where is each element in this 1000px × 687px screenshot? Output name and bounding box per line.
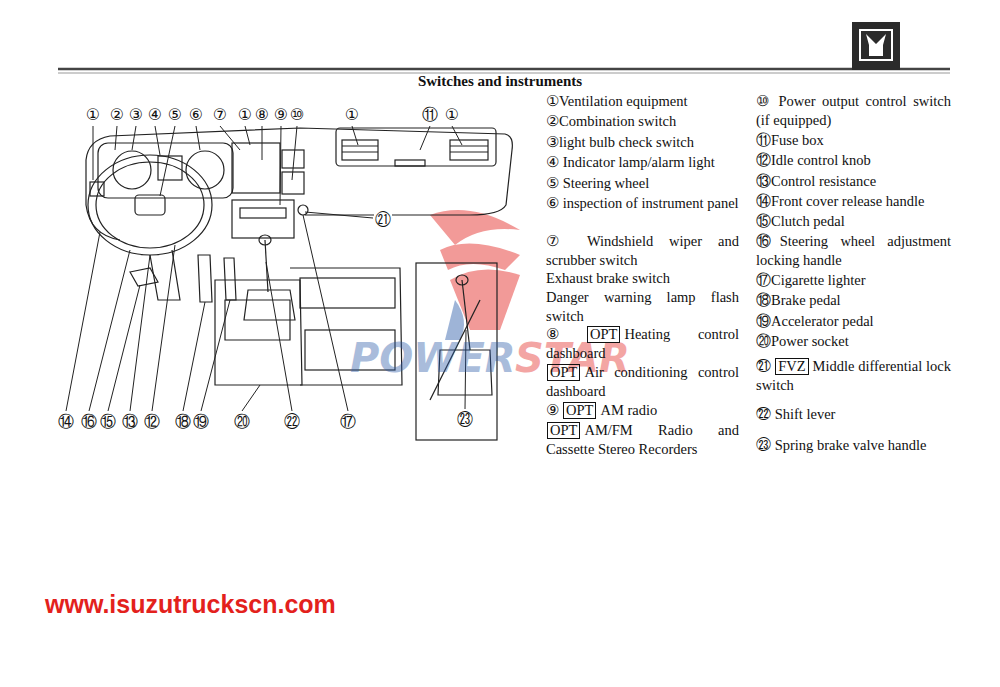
callout-number: ㉓ [456,411,474,429]
callout-number: ⑱ [174,413,192,431]
legend-item: ①Ventilation equipment [546,93,687,109]
legend-row: ⑥ inspection of instrument panel [546,194,739,213]
legend-row: ⑯Steering wheel adjustment locking handl… [756,232,951,270]
legend-item: ⑲Accelerator pedal [756,313,874,329]
legend-item: ⑪Fuse box [756,132,824,148]
legend-row: ⑧OPTHeating control dashboard [546,325,739,363]
callout-number: ① [237,106,253,124]
callout-number: ⑫ [143,413,161,431]
legend-item: ⑰Cigarette lighter [756,272,866,288]
callout-number: ③ [128,106,144,124]
callout-number: ⑯ [80,413,98,431]
legend-item: ⑨ [546,402,559,418]
option-tag: OPT [547,422,580,439]
legend-item: ④ Indicator lamp/alarm light [546,154,715,170]
callout-number: ⑲ [192,413,210,431]
legend-row: ①Ventilation equipment [546,92,739,111]
watermark-logo [430,210,520,340]
legend-item: ⑥ inspection of instrument panel [546,195,739,211]
legend-row: ④ Indicator lamp/alarm light [546,153,739,172]
option-tag: OPT [547,364,580,381]
option-tag: OPT [563,402,596,419]
legend-row: ②Combination switch [546,112,739,131]
legend-item: ⑧ [546,326,583,342]
website-url: www.isuzutruckscn.com [45,590,336,619]
legend-item: ㉒ Shift lever [756,406,835,422]
dashboard-drawing [86,128,512,440]
callout-number: ㉒ [283,413,301,431]
legend-item: ㉓ Spring brake valve handle [756,437,926,453]
legend-row: ③light bulb check switch [546,133,739,152]
legend-item: AM radio [600,402,657,418]
callout-number: ① [344,106,360,124]
legend-row: ⑨ OPT AM radio [546,401,739,420]
legend-row: ⑬Control resistance [756,172,951,191]
callout-number: ① [85,106,101,124]
callout-number: ⑪ [421,106,439,124]
legend-row: Exhaust brake switch [546,269,739,288]
option-tag: OPT [587,326,620,343]
legend-row: ⑲Accelerator pedal [756,312,951,331]
legend-row: ⑮Clutch pedal [756,212,951,231]
callout-number: ⑦ [212,106,228,124]
legend-item: ㉑ [756,358,771,374]
legend-item: ⑫Idle control knob [756,152,871,168]
legend-row: ⑤ Steering wheel [546,174,739,193]
callout-number: ⑨ [273,106,289,124]
legend-row: ㉓ Spring brake valve handle [756,436,951,455]
legend-item: ⑬Control resistance [756,173,876,189]
legend-item: ②Combination switch [546,113,676,129]
legend-row: ⑳Power socket [756,332,951,351]
callout-number: ⑳ [233,413,251,431]
callout-number: ④ [147,106,163,124]
legend-item: Exhaust brake switch [546,270,670,286]
legend-row: ⑰Cigarette lighter [756,271,951,290]
legend-item: ⑦ Windshield wiper and scrubber switch [546,233,739,268]
brand-emblem [852,22,900,70]
legend-row: ⑦ Windshield wiper and scrubber switch [546,232,739,270]
header-rule [58,68,950,71]
callout-number: ⑩ [289,106,305,124]
callout-number: ⑮ [99,413,117,431]
legend-row: ⑭Front cover release handle [756,192,951,211]
watermark-text: POWER [350,335,516,381]
callout-number: ⑤ [167,106,183,124]
legend-item: ⑳Power socket [756,333,849,349]
legend-item: Danger warning lamp flash switch [546,289,739,324]
legend-row: ⑱Brake pedal [756,291,951,310]
legend-row: OPTAir conditioning control dashboard [546,363,739,401]
callout-number: ② [109,106,125,124]
callout-number: ⑥ [188,106,204,124]
legend-row: ⑩ Power output control switch (if equipp… [756,92,951,130]
option-tag-text: OPT [590,326,617,342]
legend-row: ㉒ Shift lever [756,405,951,424]
page-title: Switches and instruments [418,73,582,90]
callout-number: ⑬ [121,413,139,431]
callout-number: ① [444,106,460,124]
legend-item: ⑯Steering wheel adjustment locking handl… [756,233,951,268]
legend-item: ⑮Clutch pedal [756,213,845,229]
option-tag-text: OPT [550,364,577,380]
option-tag: FVZ [775,358,808,375]
legend-row: ㉑FVZMiddle differential lock switch [756,357,951,395]
legend-item: ③light bulb check switch [546,134,694,150]
callout-number: ㉑ [374,211,392,229]
option-tag-text: OPT [566,402,593,418]
callout-number: ⑧ [254,106,270,124]
legend-item: ⑱Brake pedal [756,292,841,308]
legend-item: ⑤ Steering wheel [546,175,649,191]
legend-row: OPTAM/FM Radio and Cassette Stereo Recor… [546,421,739,459]
legend-row: ⑪Fuse box [756,131,951,150]
callout-number: ⑰ [339,413,357,431]
option-tag-text: FVZ [778,358,805,374]
legend-row: Danger warning lamp flash switch [546,288,739,326]
legend-item: ⑩ Power output control switch (if equipp… [756,93,951,128]
legend-row: ⑫Idle control knob [756,151,951,170]
option-tag-text: OPT [550,422,577,438]
legend-item: ⑭Front cover release handle [756,193,924,209]
callout-number: ⑭ [57,413,75,431]
